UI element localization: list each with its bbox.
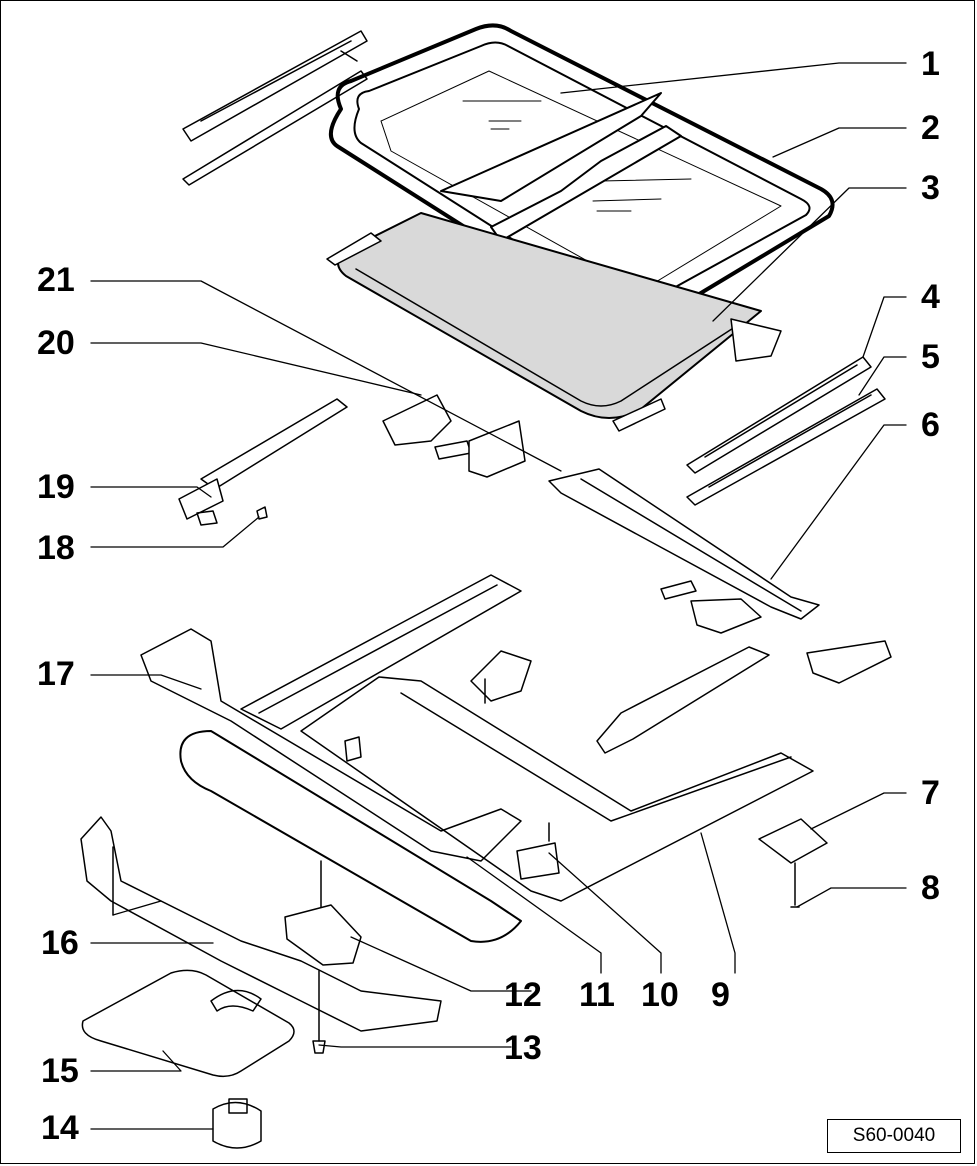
callout-17: 17 [37, 655, 75, 693]
callout-11: 11 [579, 976, 615, 1014]
callout-4: 4 [921, 278, 940, 316]
part-drive-motor [284, 860, 362, 1054]
part-left-mechanism [178, 394, 526, 526]
callout-18: 18 [37, 529, 75, 567]
callout-1: 1 [921, 45, 940, 83]
callout-2: 2 [921, 109, 940, 147]
part-corner-bracket [758, 818, 828, 908]
callout-19: 19 [37, 468, 75, 506]
callout-15: 15 [41, 1052, 79, 1090]
callout-13: 13 [504, 1029, 542, 1067]
part-left-cover-strips [182, 30, 368, 186]
callout-20: 20 [37, 324, 75, 362]
part-main-frame [140, 574, 814, 943]
callout-21: 21 [37, 261, 75, 299]
part-right-guide-strips [686, 356, 886, 506]
drawing-reference-code: S60-0040 [827, 1119, 961, 1153]
part-headliner-panel [81, 969, 295, 1149]
part-glass-panel [329, 23, 835, 330]
leader-lines [90, 62, 907, 1130]
callout-10: 10 [641, 976, 679, 1014]
callout-16: 16 [41, 924, 79, 962]
part-lower-trim-strip [80, 816, 442, 1032]
part-sunshade [326, 212, 782, 432]
callout-3: 3 [921, 169, 940, 207]
callout-5: 5 [921, 338, 940, 376]
callout-6: 6 [921, 406, 940, 444]
callout-9: 9 [711, 976, 730, 1014]
callout-14: 14 [41, 1109, 79, 1147]
callout-12: 12 [504, 976, 542, 1014]
callout-7: 7 [921, 774, 940, 812]
callout-8: 8 [921, 869, 940, 907]
part-rear-cross-member [548, 468, 892, 684]
